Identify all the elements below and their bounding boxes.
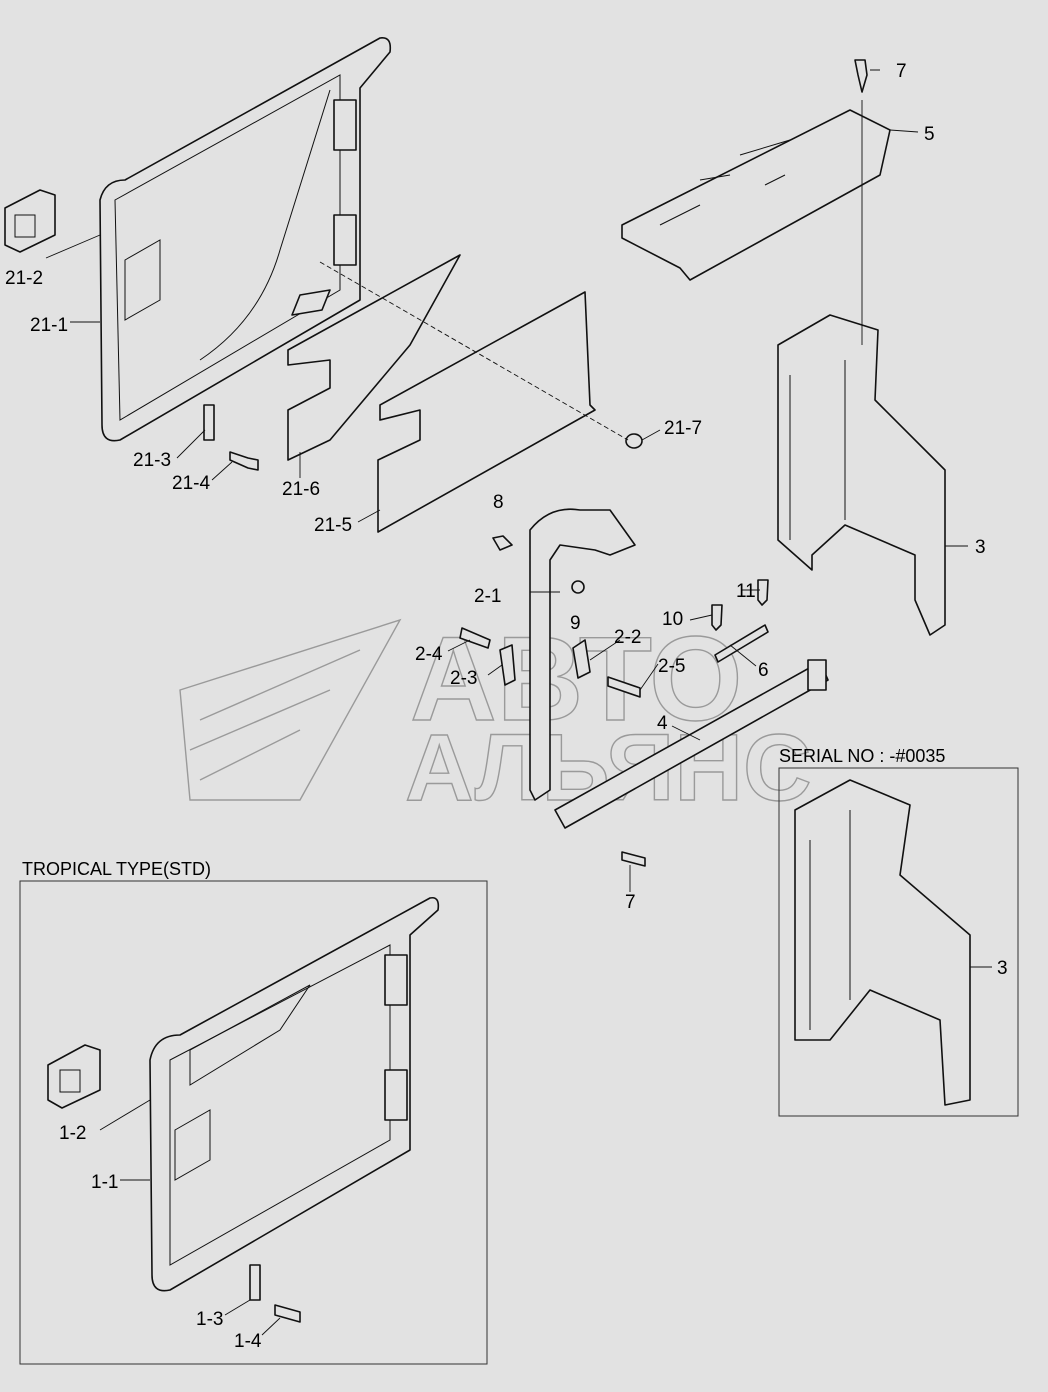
label-2-4: 2-4 bbox=[415, 644, 443, 665]
watermark-logo: АВТО АЛЬЯНС bbox=[179, 611, 812, 822]
bolt-7-top bbox=[854, 59, 868, 93]
panel-21-5 bbox=[377, 291, 596, 533]
bolt-2-5 bbox=[607, 676, 641, 698]
label-11: 11 bbox=[736, 581, 756, 602]
plate-2-3 bbox=[499, 644, 516, 686]
label-10: 10 bbox=[662, 609, 683, 630]
label-21-1: 21-1 bbox=[30, 315, 68, 336]
tropical-type-box bbox=[19, 880, 488, 1365]
bracket-2-1 bbox=[529, 508, 636, 801]
door-frame-1-1 bbox=[149, 896, 440, 1292]
clip-1-3 bbox=[249, 1264, 261, 1301]
label-6: 6 bbox=[758, 660, 769, 681]
bolt-2-4 bbox=[459, 627, 491, 649]
stay-4 bbox=[554, 659, 829, 829]
bracket-3-serial bbox=[794, 779, 971, 1106]
bracket-5 bbox=[621, 109, 891, 281]
label-3-serial: 3 bbox=[997, 958, 1008, 979]
nut-9 bbox=[571, 580, 585, 594]
label-21-7: 21-7 bbox=[664, 418, 702, 439]
rod-6 bbox=[714, 624, 769, 663]
leader-lines bbox=[45, 69, 992, 1336]
bracket-3 bbox=[777, 314, 946, 636]
label-21-2: 21-2 bbox=[5, 268, 43, 289]
bracket-2-2 bbox=[572, 639, 591, 679]
label-1-2: 1-2 bbox=[59, 1123, 86, 1144]
panel-21-6 bbox=[287, 254, 461, 461]
tropical-type-title: TROPICAL TYPE(STD) bbox=[22, 859, 211, 879]
clip-21-3 bbox=[203, 404, 215, 441]
bolt-7-bottom bbox=[621, 851, 646, 867]
label-1-1: 1-1 bbox=[91, 1172, 118, 1193]
bolt-1-4 bbox=[274, 1304, 301, 1323]
callout-labels: 7 5 21-2 21-1 21-3 21-4 21-6 21-5 21-7 3… bbox=[5, 61, 1008, 1352]
label-1-4: 1-4 bbox=[234, 1331, 262, 1352]
label-3: 3 bbox=[975, 537, 986, 558]
label-8: 8 bbox=[493, 492, 504, 513]
handle-1-2 bbox=[47, 1044, 101, 1109]
label-21-3: 21-3 bbox=[133, 450, 171, 471]
bolt-10 bbox=[711, 604, 723, 631]
watermark-text-2: АЛЬЯНС bbox=[405, 715, 812, 821]
serial-variant-title: SERIAL NO : -#0035 bbox=[779, 746, 945, 766]
handle-21-2 bbox=[4, 189, 56, 253]
bolt-11 bbox=[757, 579, 769, 606]
bolt-21-4 bbox=[229, 451, 259, 471]
label-2-2: 2-2 bbox=[614, 627, 641, 648]
label-1-3: 1-3 bbox=[196, 1309, 223, 1330]
label-2-1: 2-1 bbox=[474, 586, 501, 607]
label-2-5: 2-5 bbox=[658, 656, 685, 677]
plug-21-7 bbox=[625, 433, 643, 449]
door-frame-21-1 bbox=[99, 36, 392, 442]
label-7-bottom: 7 bbox=[625, 892, 636, 913]
label-21-4: 21-4 bbox=[172, 473, 210, 494]
label-9: 9 bbox=[570, 613, 581, 634]
bolt-8 bbox=[492, 535, 513, 551]
label-2-3: 2-3 bbox=[450, 668, 477, 689]
label-4: 4 bbox=[657, 713, 668, 734]
label-5: 5 bbox=[924, 124, 935, 145]
serial-variant-box bbox=[778, 767, 1019, 1117]
label-21-6: 21-6 bbox=[282, 479, 320, 500]
label-7: 7 bbox=[896, 61, 907, 82]
label-21-5: 21-5 bbox=[314, 515, 352, 536]
